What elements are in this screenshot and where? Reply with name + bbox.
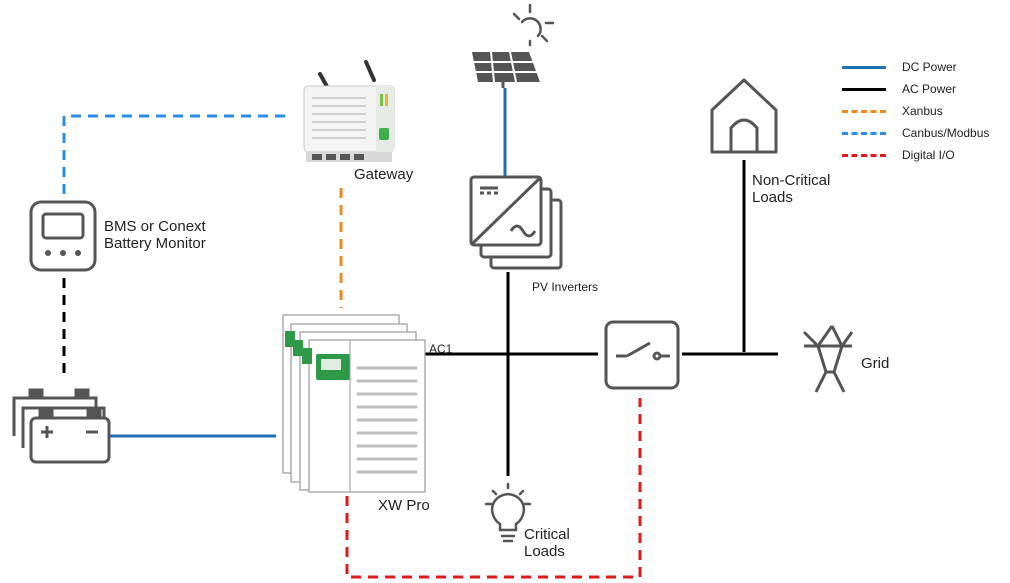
legend-label: Digital I/O bbox=[902, 148, 955, 162]
critical-loads-label-line1: Critical bbox=[524, 526, 570, 543]
solar-panel-icon bbox=[472, 51, 540, 88]
non-critical-label-line2: Loads bbox=[752, 189, 793, 206]
pv-inverters-label: PV Inverters bbox=[532, 280, 599, 294]
pv-inverter-icon bbox=[469, 175, 563, 270]
legend: DC Power AC Power Xanbus Canbus/Modbus D… bbox=[842, 56, 1002, 166]
legend-swatch bbox=[842, 109, 886, 113]
legend-label: AC Power bbox=[902, 82, 957, 96]
bms-icon bbox=[29, 200, 97, 272]
legend-item-xanbus: Xanbus bbox=[842, 100, 1002, 122]
xw-pro-inverter bbox=[282, 314, 426, 493]
battery-icon bbox=[12, 388, 111, 464]
house-icon bbox=[710, 78, 778, 154]
non-critical-label-line1: Non-Critical bbox=[752, 172, 831, 189]
legend-swatch bbox=[842, 65, 886, 69]
connections bbox=[62, 88, 778, 579]
grid-label: Grid bbox=[861, 355, 890, 372]
legend-swatch bbox=[842, 87, 886, 91]
gateway-label: Gateway bbox=[354, 166, 414, 183]
legend-label: DC Power bbox=[902, 60, 957, 74]
legend-label: Canbus/Modbus bbox=[902, 126, 990, 140]
legend-swatch bbox=[842, 153, 886, 157]
transfer-switch-icon bbox=[604, 320, 680, 390]
legend-swatch bbox=[842, 131, 886, 135]
canbus-line bbox=[62, 114, 285, 196]
bms-label-line2: Battery Monitor bbox=[104, 235, 206, 252]
xw-pro-label: XW Pro bbox=[378, 497, 430, 514]
grid-tower-icon bbox=[802, 325, 854, 393]
critical-loads-label-line2: Loads bbox=[524, 543, 565, 560]
legend-label: Xanbus bbox=[902, 104, 943, 118]
digital-io-line bbox=[345, 398, 642, 579]
lightbulb-icon bbox=[484, 482, 532, 543]
legend-item-ac: AC Power bbox=[842, 78, 1002, 100]
bms-label-line1: BMS or Conext bbox=[104, 218, 206, 235]
sun-icon bbox=[512, 3, 555, 47]
legend-item-dc: DC Power bbox=[842, 56, 1002, 78]
gateway-device bbox=[303, 60, 395, 162]
legend-item-digital: Digital I/O bbox=[842, 144, 1002, 166]
ac1-label: AC1 bbox=[429, 342, 453, 356]
legend-item-canbus: Canbus/Modbus bbox=[842, 122, 1002, 144]
